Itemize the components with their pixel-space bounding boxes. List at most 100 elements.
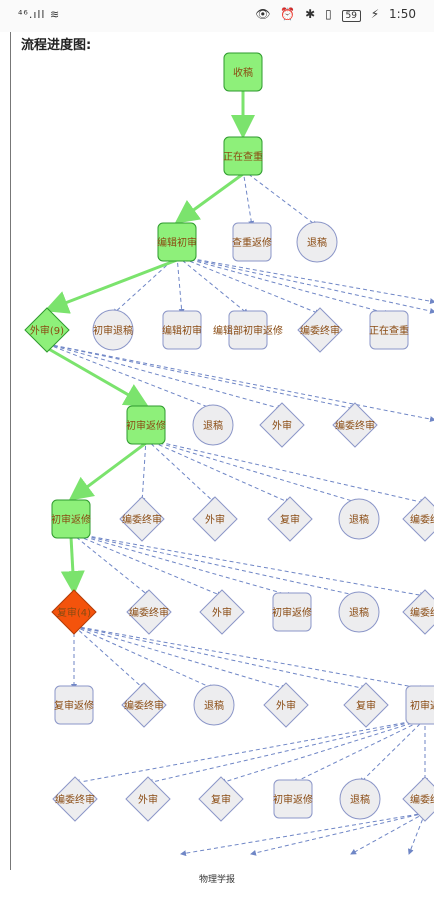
flow-node-n19[interactable]: 退稿 bbox=[338, 498, 380, 540]
node-label-n25: 退稿 bbox=[349, 606, 369, 619]
node-shape-n3 bbox=[232, 222, 272, 262]
option-edge-14 bbox=[145, 438, 216, 504]
option-edge-18 bbox=[70, 532, 150, 597]
node-shape-n33 bbox=[52, 776, 98, 822]
flow-node-n32[interactable]: 初审返 bbox=[405, 685, 434, 725]
flow-node-n7[interactable]: 编辑初审 bbox=[162, 310, 202, 350]
flow-node-n11[interactable]: 初审返修 bbox=[126, 405, 166, 445]
node-label-n32: 初审返 bbox=[410, 699, 434, 712]
flow-node-n20[interactable]: 编委终 bbox=[402, 496, 434, 542]
node-shape-n17 bbox=[192, 496, 238, 542]
option-edge-24 bbox=[73, 625, 145, 690]
flow-node-n27[interactable]: 复审返修 bbox=[54, 685, 94, 725]
signal-wifi-indicator: ⁴⁶.ıll ≋ bbox=[18, 8, 61, 21]
node-label-n20: 编委终 bbox=[410, 513, 434, 526]
active-edge-3 bbox=[46, 346, 149, 407]
flow-node-n4[interactable]: 退稿 bbox=[296, 221, 338, 263]
flow-node-n30[interactable]: 外审 bbox=[263, 682, 309, 728]
flow-node-n14[interactable]: 编委终审 bbox=[332, 402, 378, 448]
flow-node-n18[interactable]: 复审 bbox=[267, 496, 313, 542]
node-label-n24: 初审返修 bbox=[272, 606, 312, 619]
node-shape-n15 bbox=[51, 499, 91, 539]
page-title: 流程进度图: bbox=[21, 38, 92, 53]
flow-node-n28[interactable]: 编委终审 bbox=[121, 682, 167, 728]
flow-node-n22[interactable]: 编委终审 bbox=[126, 589, 172, 635]
alarm-icon: ⏰ bbox=[280, 7, 296, 21]
flow-node-n8[interactable]: 编辑部初审返修 bbox=[213, 310, 283, 350]
flow-node-n9[interactable]: 编委终审 bbox=[297, 307, 343, 353]
option-edge-30 bbox=[147, 718, 426, 785]
option-edge-35 bbox=[180, 812, 426, 857]
option-edge-33 bbox=[359, 718, 426, 784]
node-shape-n25 bbox=[338, 591, 380, 633]
option-edge-2 bbox=[176, 255, 185, 315]
option-edge-9 bbox=[46, 343, 214, 410]
option-edge-11 bbox=[46, 343, 356, 411]
flow-node-n26[interactable]: 编委终 bbox=[402, 589, 434, 635]
flow-node-n0[interactable]: 收稿 bbox=[223, 52, 263, 92]
flow-node-n17[interactable]: 外审 bbox=[192, 496, 238, 542]
flow-node-n36[interactable]: 初审返修 bbox=[273, 779, 313, 819]
option-edge-31 bbox=[220, 718, 426, 785]
node-shape-n24 bbox=[272, 592, 312, 632]
node-label-n22: 编委终审 bbox=[129, 606, 169, 619]
flow-node-n10[interactable]: 正在查重 bbox=[369, 310, 409, 350]
node-shape-n1 bbox=[223, 136, 263, 176]
node-label-n17: 外审 bbox=[205, 513, 225, 526]
flow-node-n1[interactable]: 正在查重 bbox=[223, 136, 263, 176]
flow-node-n6[interactable]: 初审退稿 bbox=[92, 309, 134, 351]
flow-node-n21[interactable]: 复审(4) bbox=[51, 589, 97, 635]
active-edge-1 bbox=[174, 172, 244, 224]
node-label-n13: 外审 bbox=[272, 419, 292, 432]
node-label-n34: 外审 bbox=[138, 793, 158, 806]
node-shape-n35 bbox=[198, 776, 244, 822]
node-label-n35: 复审 bbox=[211, 793, 231, 806]
active-edge-2 bbox=[44, 258, 178, 314]
flow-node-n38[interactable]: 编委终 bbox=[402, 776, 434, 822]
node-label-n38: 编委终 bbox=[410, 793, 434, 806]
option-edge-1 bbox=[242, 169, 318, 227]
flow-node-n24[interactable]: 初审返修 bbox=[272, 592, 312, 632]
node-label-n28: 编委终审 bbox=[124, 699, 164, 712]
node-label-n2: 编辑初审 bbox=[157, 236, 197, 249]
node-shape-n11 bbox=[126, 405, 166, 445]
flow-node-n5[interactable]: 外审(9) bbox=[24, 307, 70, 353]
node-label-n30: 外审 bbox=[276, 699, 296, 712]
flow-node-n34[interactable]: 外审 bbox=[125, 776, 171, 822]
flow-node-n15[interactable]: 初审返修 bbox=[51, 499, 91, 539]
option-edge-15 bbox=[145, 438, 291, 504]
node-label-n16: 编委终审 bbox=[122, 513, 162, 526]
node-label-n33: 编委终审 bbox=[55, 793, 95, 806]
flow-node-n16[interactable]: 编委终审 bbox=[119, 496, 165, 542]
option-edge-26 bbox=[73, 625, 287, 691]
battery-indicator: 59 bbox=[341, 10, 361, 22]
node-label-n19: 退稿 bbox=[349, 513, 369, 526]
node-shape-n2 bbox=[157, 222, 197, 262]
option-edge-27 bbox=[73, 625, 367, 691]
node-shape-n27 bbox=[54, 685, 94, 725]
option-edge-16 bbox=[145, 438, 360, 505]
clock: 1:50 bbox=[389, 7, 416, 21]
flow-node-n29[interactable]: 退稿 bbox=[193, 684, 235, 726]
node-shape-n28 bbox=[121, 682, 167, 728]
node-shape-n20 bbox=[402, 496, 434, 542]
flow-node-n35[interactable]: 复审 bbox=[198, 776, 244, 822]
flow-node-n33[interactable]: 编委终审 bbox=[52, 776, 98, 822]
flow-node-n31[interactable]: 复审 bbox=[343, 682, 389, 728]
flow-node-n23[interactable]: 外审 bbox=[199, 589, 245, 635]
flow-node-n12[interactable]: 退稿 bbox=[192, 404, 234, 446]
node-label-n0: 收稿 bbox=[233, 66, 253, 79]
option-edge-28 bbox=[73, 625, 426, 692]
node-label-n27: 复审返修 bbox=[54, 699, 94, 712]
flow-node-n13[interactable]: 外审 bbox=[259, 402, 305, 448]
node-label-n7: 编辑初审 bbox=[162, 324, 202, 337]
flow-node-n2[interactable]: 编辑初审 bbox=[157, 222, 197, 262]
flow-node-n25[interactable]: 退稿 bbox=[338, 591, 380, 633]
node-shape-n6 bbox=[92, 309, 134, 351]
option-edge-37 bbox=[350, 812, 426, 855]
node-label-n1: 正在查重 bbox=[223, 150, 263, 163]
node-shape-n16 bbox=[119, 496, 165, 542]
flow-node-n37[interactable]: 退稿 bbox=[339, 778, 381, 820]
flow-node-n3[interactable]: 查重返修 bbox=[232, 222, 272, 262]
bluetooth-icon: ✱ bbox=[305, 7, 316, 21]
